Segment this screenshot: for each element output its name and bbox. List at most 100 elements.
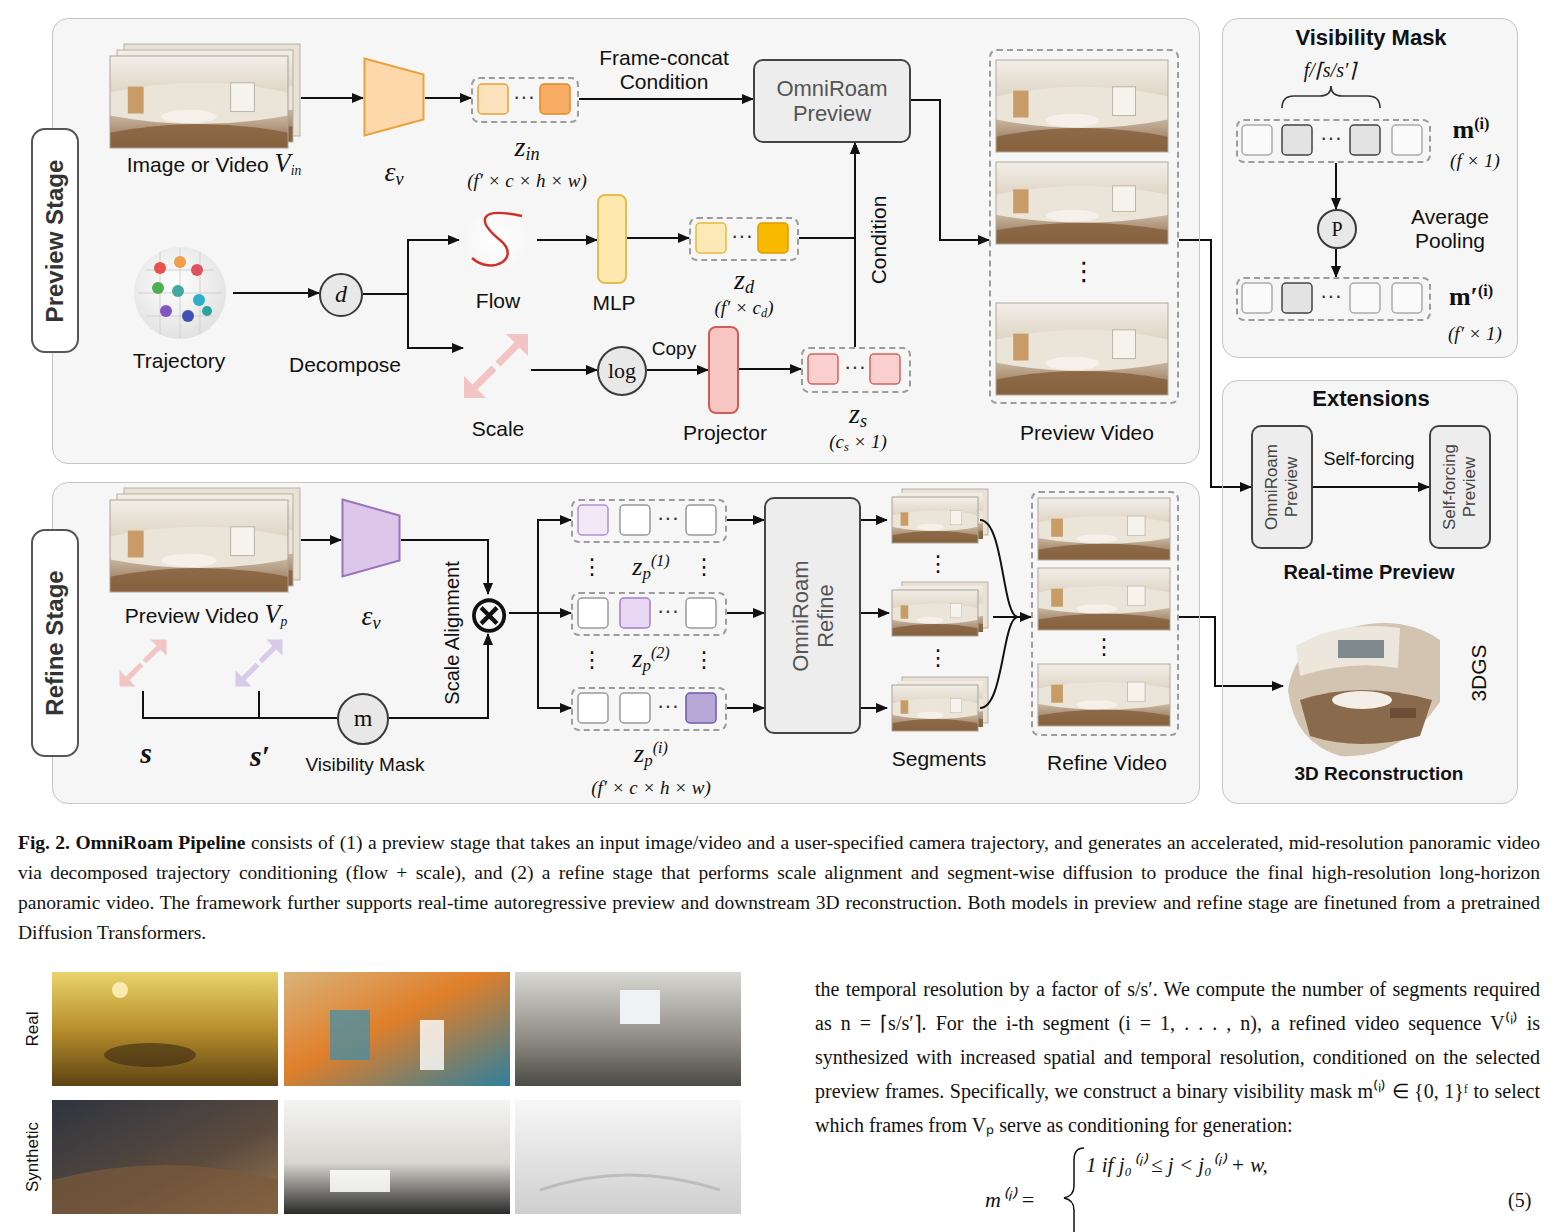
node-label: d — [335, 281, 347, 309]
annotation: Real-time Preview — [1283, 561, 1454, 584]
node-caption: 3D Reconstruction — [1295, 763, 1464, 785]
flow-arrow — [509, 520, 571, 613]
flow-arrow — [911, 100, 989, 240]
decor-use — [892, 497, 978, 543]
image-node: Scale — [463, 333, 531, 401]
edge-label: Self-forcing — [1320, 449, 1417, 470]
decor-circle — [202, 306, 212, 316]
text-part: Image or Video — [127, 153, 275, 176]
text-part: s — [860, 411, 867, 431]
process-box: Projector — [708, 326, 739, 414]
flow-arrow — [1335, 163, 1337, 209]
decor-rect — [892, 497, 978, 543]
decor-path — [138, 248, 222, 338]
decor-rect — [1350, 283, 1380, 313]
decor-rect — [1392, 283, 1422, 313]
decor-rect — [478, 84, 508, 114]
decor-path — [1300, 690, 1432, 744]
node-caption: εv — [361, 600, 380, 634]
decor-circle — [134, 247, 226, 339]
annotation: ⋮ — [927, 645, 949, 670]
node-caption: zd — [734, 264, 754, 298]
decor-path — [540, 1175, 720, 1190]
decor-use — [996, 303, 1168, 395]
decor-use — [1038, 568, 1170, 630]
image-node: Trajectory — [129, 251, 233, 337]
image-node: Flow — [459, 201, 537, 279]
annotation: ⋮ — [581, 554, 603, 579]
decor-path — [1296, 626, 1400, 676]
decor-use — [996, 162, 1168, 244]
annotation: ⋮ — [1093, 634, 1115, 659]
decor-rect — [686, 598, 716, 628]
edge-label: Condition — [867, 193, 891, 288]
stage-panel: m(i)(f × 1)Pm′(i)(f′ × 1)Visibility Mask — [1222, 18, 1518, 358]
decor-rect — [420, 1020, 444, 1070]
decor-use — [996, 60, 1168, 152]
body-text: the temporal resolution by a factor of s… — [815, 972, 1540, 1142]
text-part: p — [642, 656, 650, 675]
decor-rect — [1038, 664, 1170, 726]
decor-path — [980, 617, 1018, 708]
node-caption: Projector — [683, 421, 767, 445]
flow-arrow — [389, 634, 488, 718]
annotation: ··· — [657, 598, 679, 623]
image-node: Preview Video Vp — [109, 489, 301, 593]
annotation: ··· — [844, 354, 866, 379]
node-caption: zp(i) — [634, 739, 668, 771]
decor-rect — [996, 162, 1168, 244]
image-node: s — [119, 639, 169, 691]
decor-rect — [870, 354, 900, 384]
decor-path — [1064, 1148, 1084, 1232]
text-part: (i) — [1474, 115, 1489, 132]
decor-rect — [1350, 125, 1380, 155]
decor-rect — [284, 1100, 510, 1214]
operator-circle: P — [1317, 209, 1357, 249]
operator-symbol: ⊗ — [469, 594, 509, 634]
text-part: m — [1453, 115, 1475, 144]
image-node: Image or Video Vin — [109, 45, 301, 149]
annotation: ··· — [731, 223, 753, 248]
node-caption: m′(i) — [1449, 282, 1493, 312]
decor-ellipse — [104, 1043, 196, 1067]
text-part: s — [844, 440, 849, 454]
node-caption: Decompose — [289, 353, 401, 377]
decor-rect — [1222, 380, 1518, 804]
decor-rect — [52, 1100, 278, 1214]
decor-path — [860, 519, 887, 521]
node-caption: zp(2) — [632, 644, 669, 676]
flow-arrow — [301, 97, 363, 99]
decor-rect — [52, 18, 1200, 464]
decor-rect — [620, 505, 650, 535]
text-part: × 1) — [849, 431, 887, 452]
annotation: f/⌈s/s′⌉ — [1304, 59, 1357, 82]
node-caption: zp(1) — [632, 552, 669, 584]
flow-arrow — [647, 369, 708, 371]
text-part: v — [372, 613, 380, 633]
latent-box: zp(2) — [571, 592, 727, 636]
flow-arrow — [739, 368, 801, 370]
decor-use — [235, 639, 282, 686]
flow-arrow — [727, 612, 764, 614]
node-caption: (f × 1) — [1450, 150, 1500, 172]
encoder-trapezoid — [365, 59, 424, 136]
decor-rect — [52, 482, 1200, 804]
stage-tag: Refine Stage — [31, 529, 79, 757]
decor-rect — [52, 972, 278, 1086]
decor-rect — [1392, 125, 1422, 155]
node-caption: (f′ × c × h × w) — [591, 777, 711, 799]
annotation: Synthetic — [23, 1122, 43, 1192]
text-part: V — [264, 600, 280, 629]
node-caption: Extensions — [1312, 386, 1429, 411]
decor-use — [110, 500, 288, 592]
text-part: (1) — [651, 552, 670, 569]
flow-arrow — [509, 613, 571, 708]
encoder-shape: εv — [363, 57, 425, 137]
process-box: Self-forcing Preview — [1429, 425, 1491, 549]
edge-label: Frame-concat Condition — [581, 46, 747, 94]
node-caption: 3DGS — [1467, 644, 1491, 701]
node-caption: Trajectory — [133, 349, 226, 373]
decor-rect — [620, 693, 650, 723]
text-part: z — [734, 264, 745, 295]
text-part: v — [395, 169, 403, 189]
